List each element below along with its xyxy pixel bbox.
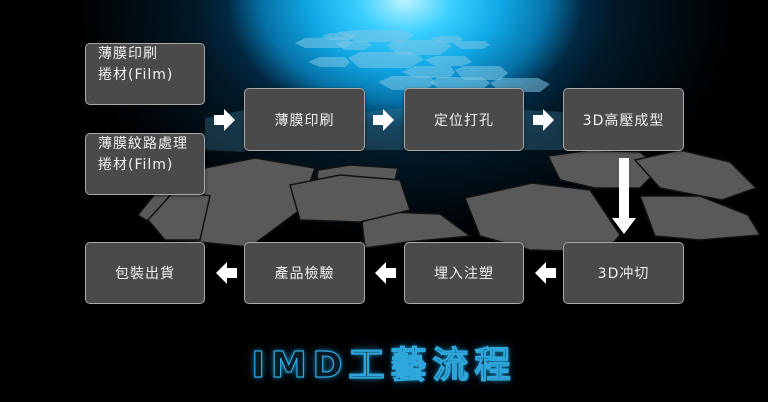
right-arrow-icon (214, 109, 235, 131)
step-label-line2: 捲材(Film) (98, 157, 174, 173)
step-label: 產品檢驗 (274, 266, 335, 282)
grey-hexagons (136, 149, 762, 253)
step-injection-molding: 埋入注塑 (404, 242, 524, 304)
step-label: 薄膜印刷 (274, 112, 335, 129)
left-arrow-icon (216, 262, 237, 284)
left-arrow-icon (375, 262, 396, 284)
step-input-texture-film: 薄膜紋路處理 捲材(Film) (85, 133, 205, 195)
step-label-line2: 捲材(Film) (98, 67, 174, 83)
step-inspection: 產品檢驗 (244, 242, 365, 304)
step-film-printing: 薄膜印刷 (244, 88, 365, 151)
step-label: 定位打孔 (434, 112, 494, 129)
step-label: 3D冲切 (597, 266, 650, 282)
step-label-line1: 薄膜紋路處理 (98, 136, 188, 152)
diagram-title: IMD工藝流程 (251, 344, 517, 386)
step-label-line1: 薄膜印刷 (98, 46, 158, 62)
step-label: 埋入注塑 (434, 266, 494, 282)
step-positioning-punch: 定位打孔 (404, 88, 524, 151)
down-arrow-icon (612, 158, 636, 234)
step-packing-shipping: 包裝出貨 (85, 242, 205, 304)
light-hexagons (295, 30, 550, 92)
step-label: 包裝出貨 (115, 266, 175, 282)
step-hp-forming: 3D高壓成型 (563, 88, 684, 151)
right-arrow-icon (533, 109, 554, 131)
step-trimming: 3D冲切 (563, 242, 684, 304)
left-arrow-icon (535, 262, 556, 284)
step-label: 3D高壓成型 (582, 112, 665, 129)
right-arrow-icon (373, 109, 394, 131)
step-input-print-film: 薄膜印刷 捲材(Film) (85, 43, 205, 105)
